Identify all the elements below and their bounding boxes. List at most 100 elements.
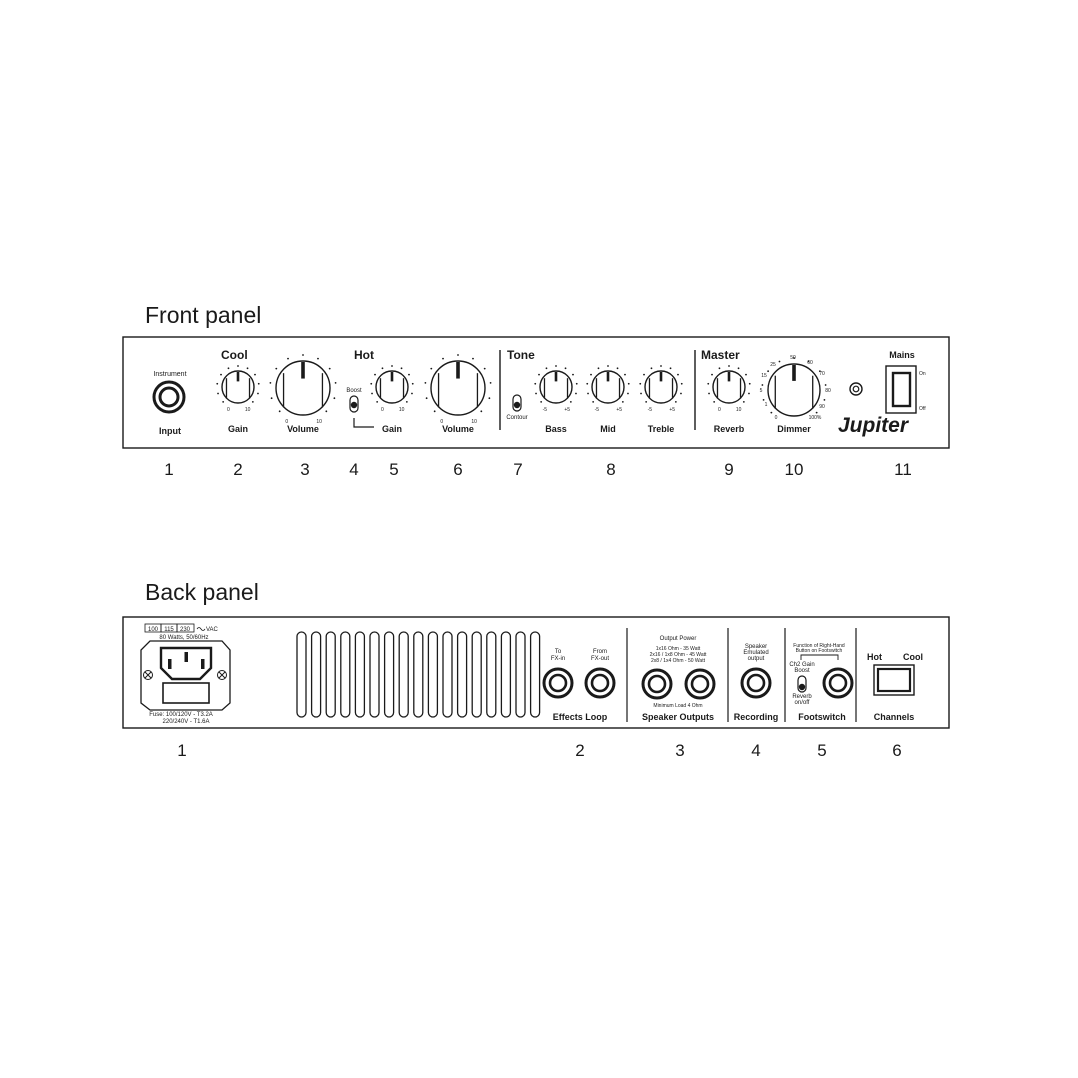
fx-in-jack-icon[interactable]	[542, 667, 574, 699]
dimmer-scale-3: 25	[770, 362, 776, 368]
speaker-emulated-line2: Emulated	[743, 650, 768, 656]
mid-scale-max: +5	[616, 407, 622, 413]
dimmer-scale-6: 70	[819, 371, 825, 377]
front-callout-8: 8	[606, 460, 615, 479]
vac-label: VAC	[206, 627, 219, 633]
front-callout-2: 2	[233, 460, 242, 479]
back-callout-6: 6	[892, 741, 901, 760]
front-callout-9: 9	[724, 460, 733, 479]
ac-wave-icon	[196, 627, 206, 631]
front-panel-title: Front panel	[145, 302, 261, 328]
footswitch-label: Footswitch	[798, 712, 846, 722]
fuse-line-1: Fuse: 100/120V - T3.2A	[149, 712, 213, 718]
back-callout-1: 1	[177, 741, 186, 760]
front-callout-1: 1	[164, 460, 173, 479]
cool-gain-knob-icon[interactable]	[216, 365, 260, 404]
master-section-title: Master	[701, 348, 740, 362]
mains-off-label: Off	[919, 406, 926, 412]
mid-label: Mid	[600, 424, 616, 434]
voltage-230: 230	[180, 627, 191, 633]
ventilation-slots-icon	[296, 631, 541, 718]
fuse-line-2: 220/240V - T1.6A	[163, 719, 210, 725]
fx-from-line2: FX-out	[591, 656, 609, 662]
fx-from-line1: From	[593, 649, 607, 655]
reverb-knob-icon[interactable]	[707, 365, 751, 404]
cool-volume-scale-max: 10	[316, 419, 322, 425]
hot-gain-scale-min: 0	[381, 407, 384, 413]
boost-toggle-icon[interactable]	[349, 395, 359, 413]
back-callout-5: 5	[817, 741, 826, 760]
hot-volume-knob-icon[interactable]	[424, 354, 492, 416]
brand-logo: Jupiter	[838, 414, 910, 437]
mid-knob-icon[interactable]	[586, 365, 630, 404]
front-callout-4: 4	[349, 460, 358, 479]
treble-label: Treble	[648, 424, 675, 434]
front-callout-6: 6	[453, 460, 462, 479]
speaker-emulated-line3: output	[748, 656, 765, 662]
dimmer-scale-5: 60	[807, 360, 813, 366]
boost-bracket	[353, 418, 374, 428]
cool-volume-scale-min: 0	[285, 419, 288, 425]
reverb-onoff-line2: on/off	[795, 700, 810, 706]
power-line-1: 1x16 Ohm - 35 Watt	[656, 646, 701, 652]
hot-volume-scale-min: 0	[440, 419, 443, 425]
speaker-output-2-jack-icon[interactable]	[684, 668, 716, 700]
dimmer-scale-2: 15	[761, 373, 767, 379]
fs-function-line2: Button on Footswitch	[796, 648, 843, 654]
hot-section-title: Hot	[354, 348, 374, 362]
bass-knob-icon[interactable]	[534, 365, 578, 404]
speaker-outputs-label: Speaker Outputs	[642, 712, 714, 722]
voltage-100: 100	[148, 627, 159, 633]
fx-to-line1: To	[555, 649, 562, 655]
cool-volume-knob-icon[interactable]	[269, 354, 337, 416]
fx-to-line2: FX-in	[551, 656, 565, 662]
speaker-output-1-jack-icon[interactable]	[641, 668, 673, 700]
recording-label: Recording	[734, 712, 779, 722]
power-spec: 80 Watts, 50/60Hz	[159, 635, 208, 641]
dimmer-scale-10: 100%	[809, 415, 822, 421]
dimmer-knob-icon[interactable]	[761, 357, 827, 417]
led-indicator-icon	[849, 382, 863, 396]
voltage-selector	[144, 623, 195, 633]
effects-loop-label: Effects Loop	[553, 712, 608, 722]
channel-rocker-switch-icon[interactable]	[873, 664, 915, 696]
channels-label: Channels	[874, 712, 915, 722]
iec-power-socket-icon[interactable]	[140, 640, 231, 711]
power-line-2: 2x16 / 1x8 Ohm - 45 Watt	[650, 652, 707, 658]
reverb-scale-min: 0	[718, 407, 721, 413]
hot-gain-label: Gain	[382, 424, 402, 434]
mains-rocker-switch-icon[interactable]	[885, 365, 917, 414]
min-load-label: Minimum Load 4 Ohm	[653, 703, 702, 709]
front-callout-5: 5	[389, 460, 398, 479]
fs-function-line1: Function of Right-Hand	[793, 643, 845, 649]
speaker-emulated-line1: Speaker	[745, 644, 767, 650]
back-callout-3: 3	[675, 741, 684, 760]
input-jack-icon[interactable]	[152, 380, 186, 414]
back-panel-outline	[122, 616, 950, 729]
boost-label: Boost	[346, 388, 362, 394]
fx-out-jack-icon[interactable]	[584, 667, 616, 699]
mains-title: Mains	[889, 350, 915, 360]
footswitch-jack-icon[interactable]	[822, 667, 854, 699]
treble-knob-icon[interactable]	[639, 365, 683, 404]
ch2-boost-line1: Ch2 Gain	[789, 662, 814, 668]
reverb-scale-max: 10	[736, 407, 742, 413]
output-power-title: Output Power	[660, 636, 697, 642]
ch2-boost-line2: Boost	[794, 668, 810, 674]
cool-gain-scale-max: 10	[245, 407, 251, 413]
hot-gain-scale-max: 10	[399, 407, 405, 413]
recording-jack-icon[interactable]	[740, 667, 772, 699]
cool-volume-label: Volume	[287, 424, 319, 434]
footswitch-toggle-icon[interactable]	[797, 675, 807, 693]
front-callout-7: 7	[513, 460, 522, 479]
reverb-onoff-line1: Reverb	[792, 694, 812, 700]
dimmer-scale-8: 90	[819, 404, 825, 410]
contour-toggle-icon[interactable]	[512, 394, 522, 412]
front-callout-11: 11	[894, 460, 912, 479]
mains-on-label: On	[919, 371, 926, 377]
hot-gain-knob-icon[interactable]	[370, 365, 414, 404]
bass-label: Bass	[545, 424, 567, 434]
reverb-label: Reverb	[714, 424, 745, 434]
cool-gain-label: Gain	[228, 424, 248, 434]
dimmer-label: Dimmer	[777, 424, 811, 434]
